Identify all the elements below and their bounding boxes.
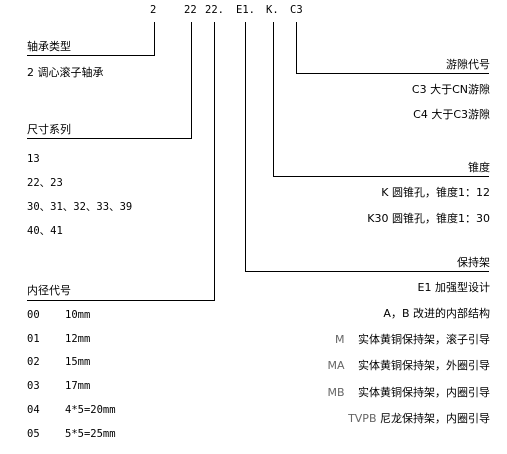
cage-item: MB 实体黄铜保持架，内圈引导 xyxy=(327,386,490,399)
connector-clearance xyxy=(296,22,489,74)
cage-item-desc: 实体黄铜保持架，外圈引导 xyxy=(358,359,490,372)
bore-code-size: 10mm xyxy=(65,309,91,321)
clearance-item: C3 大于CN游隙 xyxy=(411,83,490,96)
clearance-heading: 游隙代号 xyxy=(446,58,490,71)
cage-item-desc: 加强型设计 xyxy=(435,281,490,294)
taper-item: K30 圆锥孔，锥度1：30 xyxy=(367,212,490,225)
connector-cage xyxy=(245,22,489,272)
cage-item-code: MA xyxy=(327,359,345,372)
size-series-item: 22、23 xyxy=(27,177,63,189)
size-series-item: 30、31、32、33、39 xyxy=(27,201,133,213)
bearing-type-heading: 轴承类型 xyxy=(27,40,71,53)
cage-item: MA 实体黄铜保持架，外圈引导 xyxy=(327,359,490,372)
code-part-cage: E1. xyxy=(236,4,255,16)
clearance-item: C4 大于C3游隙 xyxy=(413,108,490,121)
cage-item-desc: 实体黄铜保持架，内圈引导 xyxy=(358,386,490,399)
bore-code-id: 00 xyxy=(27,309,40,321)
bore-code-size: 12mm xyxy=(65,333,91,345)
cage-item-desc: 实体黄铜保持架，滚子引导 xyxy=(358,333,490,346)
connector-bore-code xyxy=(27,22,215,301)
code-part-clearance: C3 xyxy=(290,4,303,16)
cage-item: M 实体黄铜保持架，滚子引导 xyxy=(335,333,490,346)
cage-item-code: M xyxy=(335,333,345,346)
connector-taper xyxy=(273,22,489,177)
cage-item: E1 加强型设计 xyxy=(418,281,490,294)
cage-item: A，B 改进的内部结构 xyxy=(383,307,490,320)
taper-item: K 圆锥孔，锥度1：12 xyxy=(381,186,490,199)
code-part-bore: 22. xyxy=(205,4,224,16)
bore-code-id: 01 xyxy=(27,333,40,345)
taper-heading: 锥度 xyxy=(468,161,490,174)
size-series-heading: 尺寸系列 xyxy=(27,123,71,136)
code-part-series-digit: 2 xyxy=(150,4,157,16)
bore-code-id: 04 xyxy=(27,404,40,416)
bore-code-size: 15mm xyxy=(65,356,91,368)
bore-code-id: 05 xyxy=(27,428,40,440)
bore-code-size: 5*5=25mm xyxy=(65,428,116,440)
cage-item-code: A，B xyxy=(383,307,410,320)
connector-bearing-type xyxy=(27,22,155,56)
cage-item-code: MB xyxy=(327,386,345,399)
bore-code-size: 4*5=20mm xyxy=(65,404,116,416)
cage-item-code: TVPB xyxy=(348,412,377,425)
bearing-type-value: 2 调心滚子轴承 xyxy=(27,66,104,79)
code-part-size-series: 22 xyxy=(184,4,197,16)
cage-item: TVPB 尼龙保持架，内圈引导 xyxy=(348,412,490,425)
bore-code-heading: 内径代号 xyxy=(27,284,71,297)
code-part-taper: K. xyxy=(266,4,279,16)
bore-code-id: 02 xyxy=(27,356,40,368)
bore-code-id: 03 xyxy=(27,380,40,392)
bore-code-size: 17mm xyxy=(65,380,91,392)
size-series-item: 13 xyxy=(27,153,40,165)
cage-item-desc: 改进的内部结构 xyxy=(413,307,490,320)
cage-item-code: E1 xyxy=(417,281,432,294)
connector-size-series xyxy=(27,22,192,139)
cage-heading: 保持架 xyxy=(457,256,490,269)
cage-item-desc: 尼龙保持架，内圈引导 xyxy=(380,412,490,425)
size-series-item: 40、41 xyxy=(27,225,63,237)
